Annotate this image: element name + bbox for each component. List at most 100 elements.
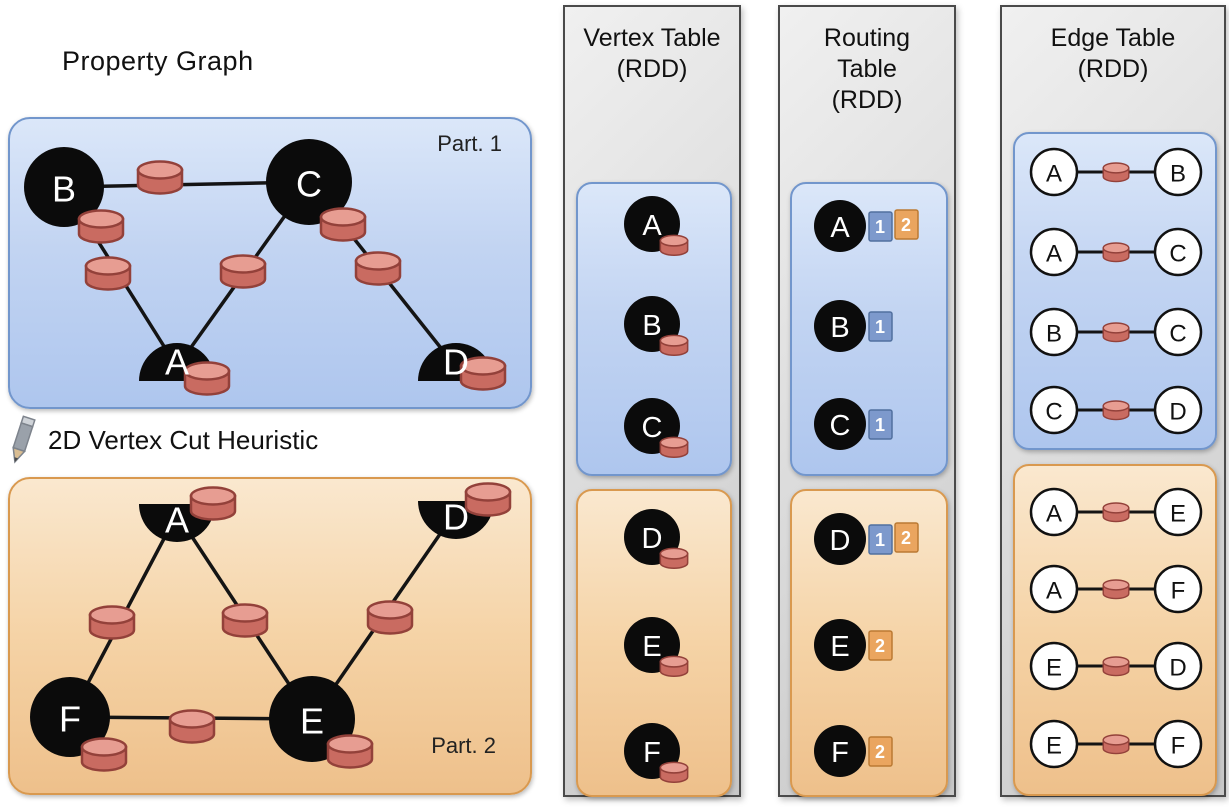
src-label: A xyxy=(1046,501,1062,528)
partition1-graph: B C A D xyxy=(24,139,507,396)
partition1-badge xyxy=(868,211,893,242)
src-label: A xyxy=(1046,161,1062,188)
src-label: A xyxy=(1046,241,1062,268)
vertex-b xyxy=(24,147,104,227)
vertex-label: D xyxy=(642,523,663,555)
src-vertex xyxy=(1029,641,1079,691)
title-line: Vertex Table xyxy=(583,24,721,52)
vertex-f xyxy=(30,677,110,757)
vertex-property-cylinder-icon xyxy=(659,547,689,570)
routing-table-column: Routing Table (RDD) A 1 2 B 1 xyxy=(778,5,956,797)
src-vertex xyxy=(1029,719,1079,769)
vertex-c-label: C xyxy=(296,164,322,205)
vertex-entry: B xyxy=(624,296,689,357)
src-vertex xyxy=(1029,227,1079,277)
vertex-c xyxy=(814,398,866,450)
cut-heuristic-row: 2D Vertex Cut Heuristic xyxy=(4,414,318,466)
dst-label: D xyxy=(1169,399,1186,426)
routing-table-partition2: D 1 2 E 2 F 2 xyxy=(814,513,919,777)
dst-vertex xyxy=(1153,719,1203,769)
edge-property-cylinder-icon xyxy=(136,160,184,195)
src-vertex xyxy=(1029,564,1079,614)
vertex-label: D xyxy=(830,525,851,557)
vertex-a xyxy=(814,200,866,252)
edge-property-cylinder-icon xyxy=(1102,656,1130,677)
badge-number: 2 xyxy=(875,742,885,762)
src-vertex xyxy=(1029,147,1079,197)
edge-property-cylinder-icon xyxy=(1102,502,1130,523)
vertex-d-label: D xyxy=(443,497,469,538)
edge-property-cylinder-icon xyxy=(1102,734,1130,755)
dst-label: B xyxy=(1170,161,1186,188)
routing-row: D 1 2 xyxy=(814,513,919,565)
vertex-property-cylinder-icon xyxy=(326,734,374,769)
dst-vertex xyxy=(1153,227,1203,277)
src-label: E xyxy=(1046,733,1062,760)
vertex-entry: E xyxy=(624,617,689,678)
vertex-d xyxy=(814,513,866,565)
vertex-table-partition2: D E F xyxy=(624,509,689,784)
title-line: (RDD) xyxy=(1077,55,1149,83)
vertex-b-label: B xyxy=(52,169,76,210)
vertex-property-cylinder-icon xyxy=(183,361,231,396)
pencil-icon xyxy=(12,415,36,464)
partition1-badge xyxy=(868,311,893,342)
title-line: Routing xyxy=(823,24,911,52)
routing-row: B 1 xyxy=(814,300,893,352)
vertex-label: A xyxy=(830,212,850,244)
edge-property-cylinder-icon xyxy=(354,251,402,286)
partition2-badge xyxy=(868,630,893,661)
partition1-graph-box: B C A D Part. 1 xyxy=(8,117,532,409)
property-graph-title: Property Graph xyxy=(62,46,254,76)
vertex-b xyxy=(814,300,866,352)
src-vertex xyxy=(1029,487,1079,537)
dst-label: F xyxy=(1171,733,1186,760)
edge-property-cylinder-icon xyxy=(88,605,136,640)
vertex-label: A xyxy=(642,210,662,242)
vertex-property-cylinder-icon xyxy=(77,209,125,244)
vertex-entry: C xyxy=(624,398,689,459)
vertex-table-partition1-box: A B C xyxy=(576,182,732,476)
badge-number: 1 xyxy=(875,317,885,337)
edge-table-partition2: A E A F E D xyxy=(1029,487,1203,769)
vertex-table-column: Vertex Table (RDD) A B C xyxy=(563,5,741,797)
src-label: C xyxy=(1045,399,1062,426)
title-line: Edge Table xyxy=(1050,24,1176,52)
vertex-a-label: A xyxy=(165,342,189,383)
badge-number: 2 xyxy=(901,528,911,548)
title-line: (RDD) xyxy=(616,55,688,83)
vertex-entry: A xyxy=(624,196,689,257)
vertex-label: C xyxy=(830,410,851,442)
routing-table-partition1-box: A 1 2 B 1 C 1 xyxy=(790,182,948,476)
routing-row: C 1 xyxy=(814,398,893,450)
dst-vertex xyxy=(1153,147,1203,197)
partition1-badge xyxy=(868,409,893,440)
vertex-property-cylinder-icon xyxy=(659,761,689,784)
dst-vertex xyxy=(1153,385,1203,435)
vertex-property-cylinder-icon xyxy=(659,655,689,678)
edge-property-cylinder-icon xyxy=(1102,579,1130,600)
vertex-c xyxy=(266,139,352,225)
routing-row: A 1 2 xyxy=(814,200,919,252)
edge-row: A B xyxy=(1029,147,1203,197)
vertex-label: C xyxy=(642,412,663,444)
vertex-d-label: D xyxy=(443,342,469,383)
vertex-property-cylinder-icon xyxy=(319,207,367,242)
dst-vertex xyxy=(1153,564,1203,614)
routing-table-partition1: A 1 2 B 1 C 1 xyxy=(814,200,919,450)
vertex-table-partition2-box: D E F xyxy=(576,489,732,797)
dst-label: C xyxy=(1169,321,1186,348)
edge-property-cylinder-icon xyxy=(1102,242,1130,263)
vertex-table-partition1: A B C xyxy=(624,196,689,459)
src-label: B xyxy=(1046,321,1062,348)
src-vertex xyxy=(1029,385,1079,435)
vertex-property-cylinder-icon xyxy=(80,737,128,772)
vertex-entry: F xyxy=(624,723,689,784)
edge-row: B C xyxy=(1029,307,1203,357)
vertex-table-title: Vertex Table (RDD) xyxy=(565,7,739,85)
partition2-badge xyxy=(894,522,919,553)
src-label: A xyxy=(1046,578,1062,605)
src-vertex xyxy=(1029,307,1079,357)
vertex-f xyxy=(814,725,866,777)
dst-vertex xyxy=(1153,487,1203,537)
